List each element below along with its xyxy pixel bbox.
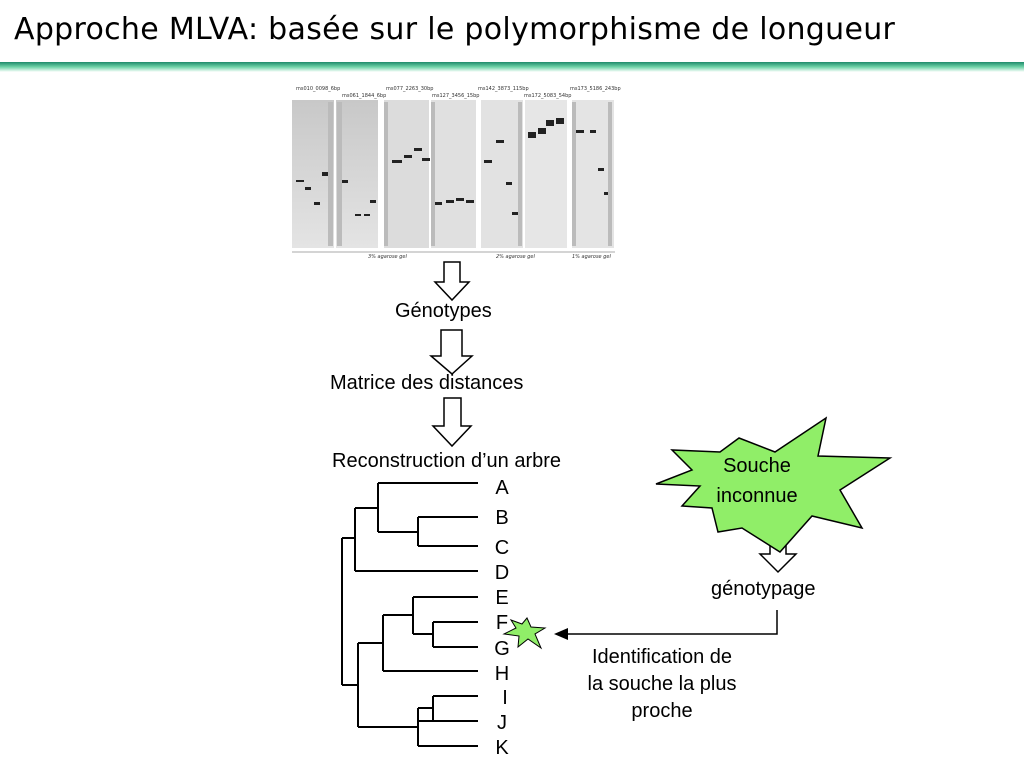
match-star-icon [502,617,547,650]
step-genotypes: Génotypes [395,300,492,322]
title-rule [0,62,1024,72]
tree-leaf: C [494,537,510,559]
gel-image: ms010_0098_6bp ms061_1844_6bp ms077_2263… [292,86,621,260]
identification-line1: Identification de [591,646,733,668]
tree-leaf: H [494,663,510,685]
unknown-strain-line1: Souche [723,455,791,477]
phylogenetic-tree [341,482,478,747]
gel-note-2pct: 2% agarose gel [496,254,535,260]
gel-marker-label: ms061_1844_6bp [342,93,386,99]
tree-leaf: E [495,587,509,609]
tree-leaf: I [502,687,508,709]
tree-leaf: J [497,712,507,734]
gel-marker-label: ms010_0098_6bp [296,86,340,92]
identification-line3: proche [631,700,693,722]
slide-title: Approche MLVA: basée sur le polymorphism… [14,12,896,47]
genotyping-label: génotypage [711,578,816,600]
gel-marker-label: ms127_3456_15bp [432,93,479,99]
down-arrow-icon [433,261,471,302]
left-arrowhead-icon [554,628,568,640]
step-tree-reconstruction: Reconstruction d’un arbre [332,450,562,472]
down-arrow-icon [431,397,473,448]
tree-leaf: K [495,737,509,759]
tree-leaf: F [495,612,509,634]
gel-note-1pct: 1% agarose gel [572,254,611,260]
down-arrow-icon [428,329,474,375]
tree-leaf: D [494,562,510,584]
gel-note-3pct: 3% agarose gel [368,254,407,260]
unknown-strain-starburst [655,416,893,553]
step-distance-matrix: Matrice des distances [330,372,524,394]
gel-marker-label: ms077_2263_30bp [386,86,433,92]
tree-leaf: A [495,477,509,499]
tree-leaf: G [494,638,510,660]
identification-line2: la souche la plus [587,673,737,695]
identification-connector [566,610,778,635]
tree-leaf: B [495,507,509,529]
gel-marker-label: ms173_5186_243bp [570,86,621,92]
gel-marker-label: ms142_3873_115bp [478,86,529,92]
gel-marker-label: ms172_5083_54bp [524,93,571,99]
unknown-strain-line2: inconnue [716,485,798,507]
